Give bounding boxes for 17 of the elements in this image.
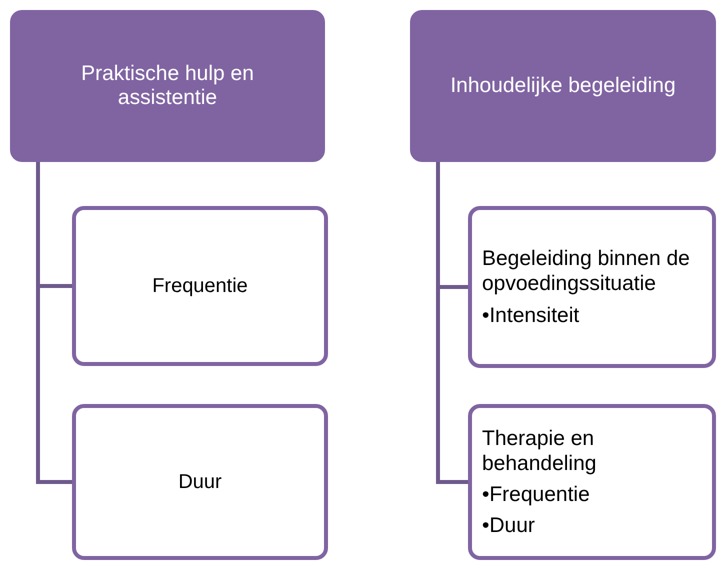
category-header bbox=[410, 10, 716, 162]
category-header bbox=[10, 10, 325, 162]
item-box bbox=[468, 206, 716, 368]
bullet-item: •Frequentie bbox=[482, 482, 590, 508]
item-title: Frequentie bbox=[152, 274, 248, 298]
item-title: Begeleiding binnen de opvoedingssituatie bbox=[482, 246, 691, 297]
item-title: Praktische hulp en assistentie bbox=[80, 62, 255, 110]
item-box bbox=[72, 404, 328, 560]
bullet-item: •Duur bbox=[482, 513, 535, 538]
connector-line bbox=[436, 162, 468, 484]
item-box bbox=[468, 404, 716, 560]
connector-line bbox=[36, 162, 72, 484]
item-box bbox=[72, 206, 328, 366]
item-title: Inhoudelijke begeleiding bbox=[450, 74, 676, 98]
item-title: Therapie en behandeling bbox=[482, 426, 598, 476]
item-title: Duur bbox=[178, 470, 222, 494]
bullet-item: •Intensiteit bbox=[482, 302, 580, 328]
